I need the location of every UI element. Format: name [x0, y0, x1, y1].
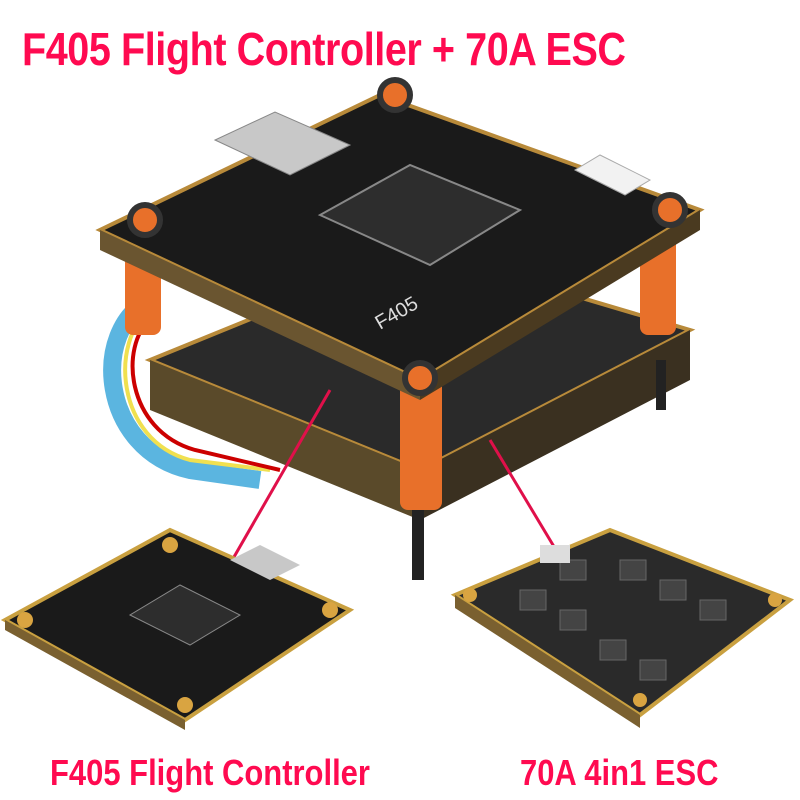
screw-head	[402, 360, 438, 396]
stack-esc-edge-right	[420, 330, 690, 520]
mount-hole	[162, 537, 178, 553]
fc-board-edge	[5, 620, 185, 730]
connector	[573, 154, 652, 196]
screw-head	[377, 77, 413, 113]
mount-hole	[768, 593, 782, 607]
esc-board-edge	[455, 595, 640, 728]
esc-mosfets	[519, 559, 727, 681]
stack-fc-edge-right	[420, 210, 700, 400]
mount-hole	[322, 602, 338, 618]
mount-hole	[463, 588, 477, 602]
fc-usb-c-port	[230, 545, 300, 580]
mount-hole	[177, 697, 193, 713]
mcu-chip	[317, 163, 523, 267]
mount-hole	[17, 612, 33, 628]
caption-esc: 70A 4in1 ESC	[520, 752, 719, 793]
esc-board	[450, 527, 795, 718]
screw-right	[656, 360, 666, 410]
stack-fc-edge	[100, 230, 420, 400]
stack-esc-edge	[150, 360, 420, 520]
usb-c-port	[213, 111, 352, 176]
standoff	[400, 370, 442, 510]
screw-head	[652, 192, 688, 228]
esc-capacitor	[540, 545, 570, 563]
page-title: F405 Flight Controller + 70A ESC	[22, 23, 626, 75]
screw-head	[127, 202, 163, 238]
fc-mcu-chip	[128, 584, 242, 646]
mount-hole	[633, 693, 647, 707]
caption-flight-controller: F405 Flight Controller	[50, 752, 370, 793]
screw-bottom	[412, 500, 424, 580]
